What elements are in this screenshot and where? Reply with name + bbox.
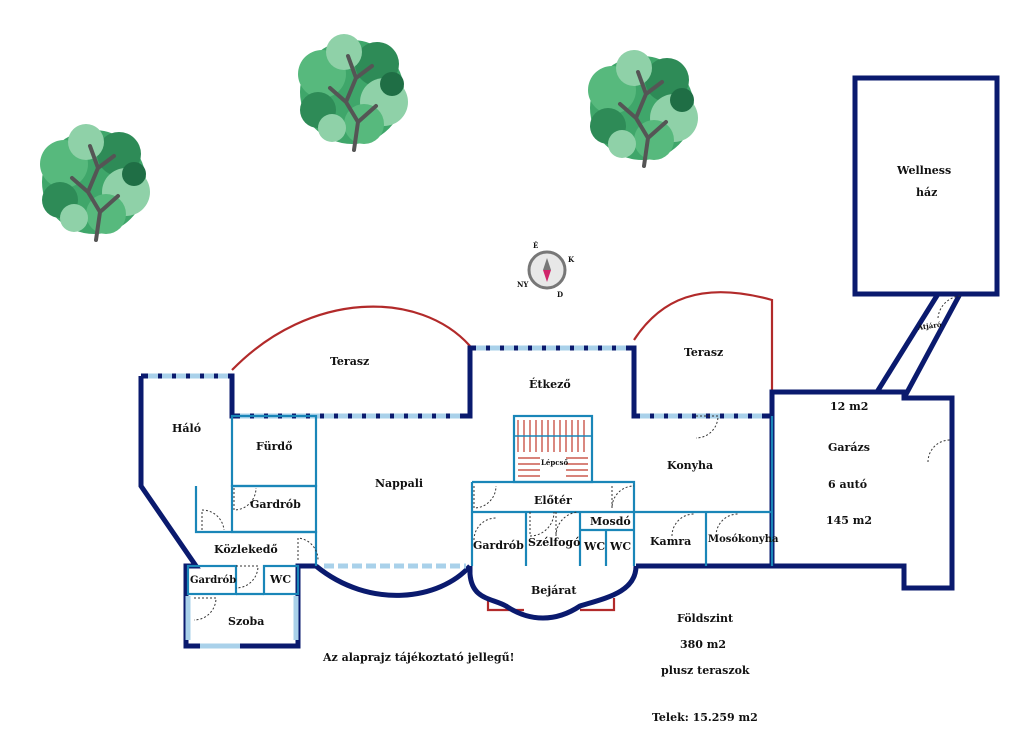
- garage-capacity: 6 autó: [828, 478, 867, 491]
- room-label-lepcso: Lépcső: [541, 458, 568, 467]
- room-label-wc-1: WC: [583, 540, 605, 553]
- compass-north: É: [533, 241, 538, 250]
- staircase: [514, 420, 592, 477]
- plot-area: Telek: 15.259 m2: [652, 711, 758, 724]
- terrace-left-outline: [231, 305, 471, 371]
- room-label-konyha: Konyha: [667, 459, 713, 472]
- room-label-nappali: Nappali: [375, 477, 423, 490]
- room-label-mosdo: Mosdó: [590, 515, 631, 528]
- room-label-terasz-right: Terasz: [684, 346, 723, 359]
- wellness-label-line1: Wellness: [896, 164, 951, 177]
- tree-icon: [296, 32, 410, 152]
- outer-wall: [141, 345, 955, 591]
- passage-wall: [874, 292, 941, 394]
- compass-icon: É D K NY: [517, 241, 575, 299]
- room-label-furdo: Fürdő: [256, 440, 292, 453]
- room-label-halo: Háló: [172, 422, 201, 435]
- living-bay: [314, 564, 472, 598]
- passage-wall: [901, 292, 963, 400]
- room-label-gardrob-small: Gardrób: [190, 575, 236, 586]
- passage-area: 12 m2: [830, 400, 868, 413]
- door-swings: [193, 415, 951, 621]
- wellness-label-line2: ház: [916, 186, 937, 199]
- tree-icon: [586, 48, 700, 168]
- compass-east: K: [568, 255, 575, 264]
- room-label-bejarat: Bejárat: [531, 584, 577, 597]
- garage-area: 145 m2: [826, 514, 872, 527]
- room-label-garazs: Garázs: [828, 441, 870, 454]
- room-label-szelfogo: Szélfogó: [528, 536, 580, 549]
- compass-west: NY: [517, 280, 529, 289]
- wellness-house: [852, 75, 1000, 297]
- room-label-wc-left: WC: [269, 573, 291, 586]
- room-label-wc-2: WC: [609, 540, 631, 553]
- room-label-eloter: Előtér: [534, 494, 572, 507]
- terraces-note: plusz teraszok: [661, 664, 750, 677]
- room-label-gardrob-entry: Gardrób: [473, 539, 524, 552]
- room-label-kozlekedo: Közlekedő: [214, 543, 278, 556]
- compass-south: D: [557, 290, 563, 299]
- level-title: Földszint: [677, 612, 734, 625]
- entry-bay: [467, 565, 639, 621]
- room-label-szoba: Szoba: [228, 615, 264, 628]
- room-label-gardrob: Gardrób: [250, 498, 301, 511]
- level-area: 380 m2: [680, 638, 726, 651]
- room-label-atjaro: Átjáró: [916, 320, 942, 332]
- terrace-right-outline: [633, 291, 774, 390]
- room-label-kamra: Kamra: [650, 535, 691, 548]
- room-label-etkezo: Étkező: [529, 377, 571, 391]
- tree-icon: [38, 122, 152, 242]
- room-label-terasz-left: Terasz: [330, 355, 369, 368]
- room-label-mosokonyha: Mosókonyha: [708, 534, 779, 545]
- disclaimer-note: Az alaprajz tájékoztató jellegű!: [322, 651, 514, 664]
